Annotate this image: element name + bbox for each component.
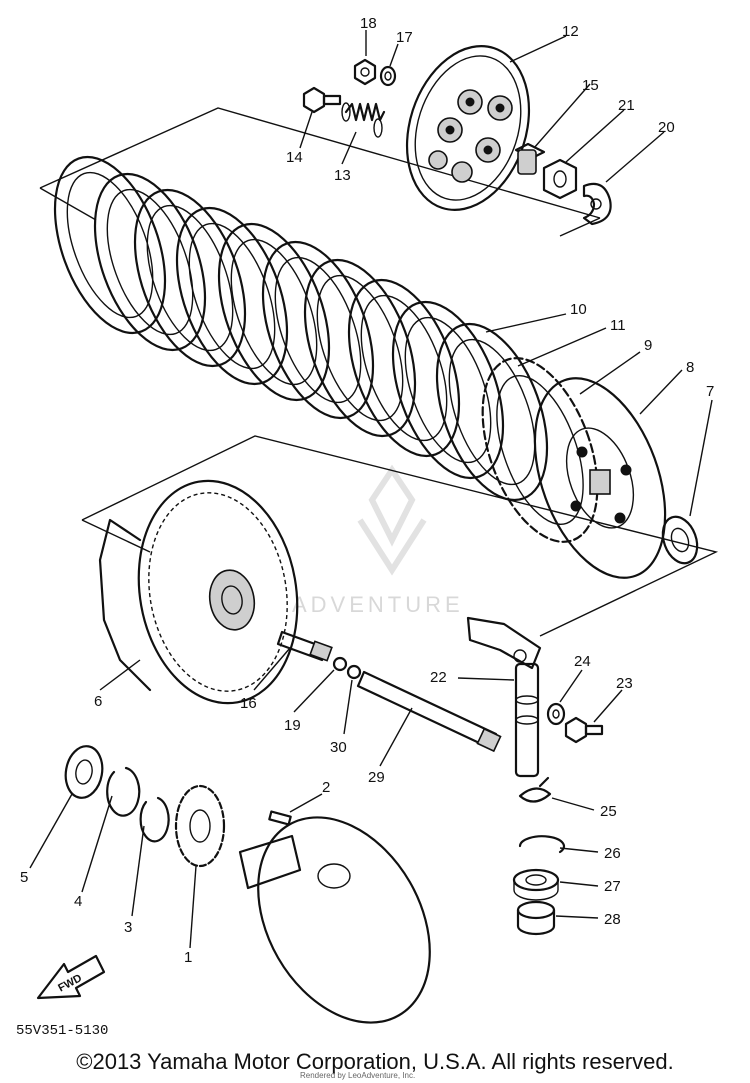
callout-numbers: 18 17 12 15 21 20 14 13 10 11 9 8 7 6 16… (20, 15, 714, 966)
pushrod-16 (276, 630, 333, 662)
callout-19: 19 (284, 717, 301, 734)
callout-27: 27 (604, 878, 621, 895)
fwd-arrow: FWD (36, 954, 106, 1000)
callout-8: 8 (686, 359, 694, 376)
callout-22: 22 (430, 669, 447, 686)
nut-5 (64, 745, 104, 799)
ball-19 (332, 656, 348, 672)
watermark-text: ADVENTURE (292, 592, 464, 617)
callout-21: 21 (618, 97, 635, 114)
callout-14: 14 (286, 149, 303, 166)
render-credit: Rendered by LeoAdventure, Inc. (300, 1071, 415, 1080)
nut-18 (353, 58, 377, 86)
key-2 (268, 810, 292, 826)
callout-10: 10 (570, 301, 587, 318)
nut-21 (542, 158, 578, 200)
diagram-code: 55V351-5130 (16, 1023, 108, 1039)
lock-washer-20 (582, 182, 612, 226)
pushrod-29 (356, 670, 502, 753)
callout-9: 9 (644, 337, 652, 354)
fwd-label: FWD (56, 972, 84, 994)
bolt-14 (302, 86, 342, 114)
copyright-notice: ©2013 Yamaha Motor Corporation, U.S.A. A… (76, 1049, 674, 1074)
callout-18: 18 (360, 15, 377, 32)
spring-25 (518, 776, 552, 803)
callout-24: 24 (574, 653, 591, 670)
callout-26: 26 (604, 845, 621, 862)
upper-assembly-frame (39, 107, 601, 237)
callout-2: 2 (322, 779, 330, 796)
callout-20: 20 (658, 119, 675, 136)
callout-6: 6 (94, 693, 102, 710)
clutch-plate-stack (53, 155, 549, 502)
callout-25: 25 (600, 803, 617, 820)
callout-16: 16 (240, 695, 257, 712)
callout-13: 13 (334, 167, 351, 184)
clutch-boss-8 (533, 377, 667, 579)
ball-30 (346, 664, 362, 680)
washer-17 (379, 65, 397, 87)
circlip-26 (518, 835, 566, 854)
pressure-plate (405, 45, 531, 211)
lower-assembly-frame (81, 435, 719, 637)
callout-15: 15 (582, 77, 599, 94)
callout-28: 28 (604, 911, 621, 928)
oil-seal-27 (512, 868, 560, 901)
push-lever-22 (466, 616, 542, 778)
callout-11: 11 (610, 317, 626, 334)
pushrod-15 (514, 142, 546, 175)
callout-4: 4 (74, 893, 82, 910)
callout-23: 23 (616, 675, 633, 692)
bolt-23 (564, 716, 604, 744)
clutch-housing-6 (98, 479, 299, 705)
leader-lines (29, 30, 713, 949)
callout-17: 17 (396, 29, 413, 46)
callout-5: 5 (20, 869, 28, 886)
crank-web (238, 816, 431, 1024)
callout-3: 3 (124, 919, 132, 936)
lock-washer-7 (661, 515, 699, 565)
callout-29: 29 (368, 769, 385, 786)
callout-1: 1 (184, 949, 192, 966)
washer-3 (139, 796, 170, 843)
bearing-28 (516, 900, 556, 936)
callout-12: 12 (562, 23, 579, 40)
washer-4 (106, 766, 141, 817)
washer-24 (546, 702, 566, 726)
callout-7: 7 (706, 383, 714, 400)
spring-13 (341, 102, 386, 138)
primary-drive-gear-1 (174, 784, 226, 868)
friction-plate-9 (481, 357, 599, 543)
callout-30: 30 (330, 739, 347, 756)
watermark-logo: ADVENTURE (292, 464, 464, 617)
